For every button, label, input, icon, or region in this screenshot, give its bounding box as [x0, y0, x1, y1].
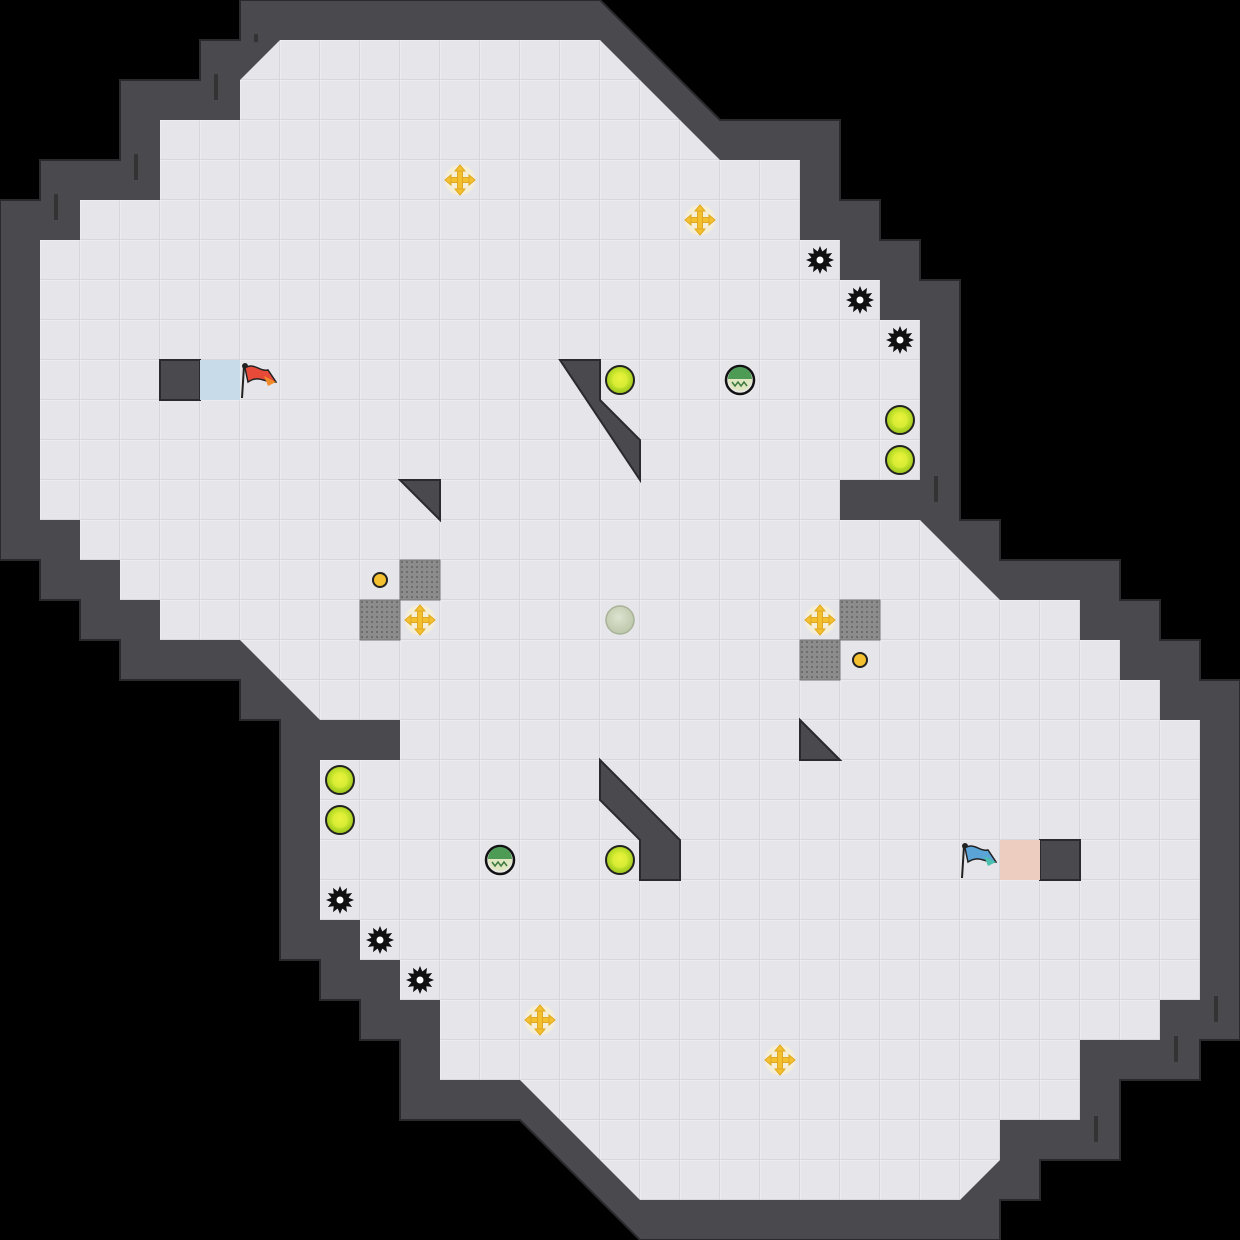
boost-icon[interactable]	[764, 1044, 796, 1076]
portal-icon[interactable]	[852, 652, 868, 668]
red-base-tile	[200, 360, 240, 400]
gate-tile	[799, 639, 841, 681]
interior-walls	[159, 359, 1081, 881]
blue-flag-icon[interactable]	[961, 843, 998, 879]
red-flag-icon[interactable]	[241, 363, 278, 399]
bomb-icon[interactable]	[885, 405, 915, 435]
gate-tile	[399, 559, 441, 601]
gate-tile	[359, 599, 401, 641]
bomb-icon[interactable]	[885, 445, 915, 475]
gate-tile	[839, 599, 881, 641]
portal-icon[interactable]	[372, 572, 388, 588]
boost-icon[interactable]	[524, 1004, 556, 1036]
boost-icon[interactable]	[404, 604, 436, 636]
bomb-icon[interactable]	[325, 765, 355, 795]
wall-block-blue-side	[1039, 839, 1081, 881]
diagonal-wall-north	[558, 359, 641, 484]
boost-icon[interactable]	[804, 604, 836, 636]
corner-wedge-west	[397, 479, 441, 523]
neutral-orb-icon	[605, 605, 635, 635]
bomb-icon[interactable]	[605, 845, 635, 875]
boost-icon[interactable]	[444, 164, 476, 196]
bomb-icon[interactable]	[325, 805, 355, 835]
blue-base-tile	[1000, 840, 1040, 880]
boost-icon[interactable]	[684, 204, 716, 236]
powerup-icon[interactable]	[484, 844, 516, 876]
diagonal-wall-south	[599, 757, 681, 881]
corner-wedge-east	[799, 717, 843, 761]
bomb-icon[interactable]	[605, 365, 635, 395]
wall-block-red-side	[159, 359, 201, 401]
wall-notches	[54, 34, 1218, 1142]
gate-tiles	[359, 559, 881, 681]
powerup-icon[interactable]	[724, 364, 756, 396]
